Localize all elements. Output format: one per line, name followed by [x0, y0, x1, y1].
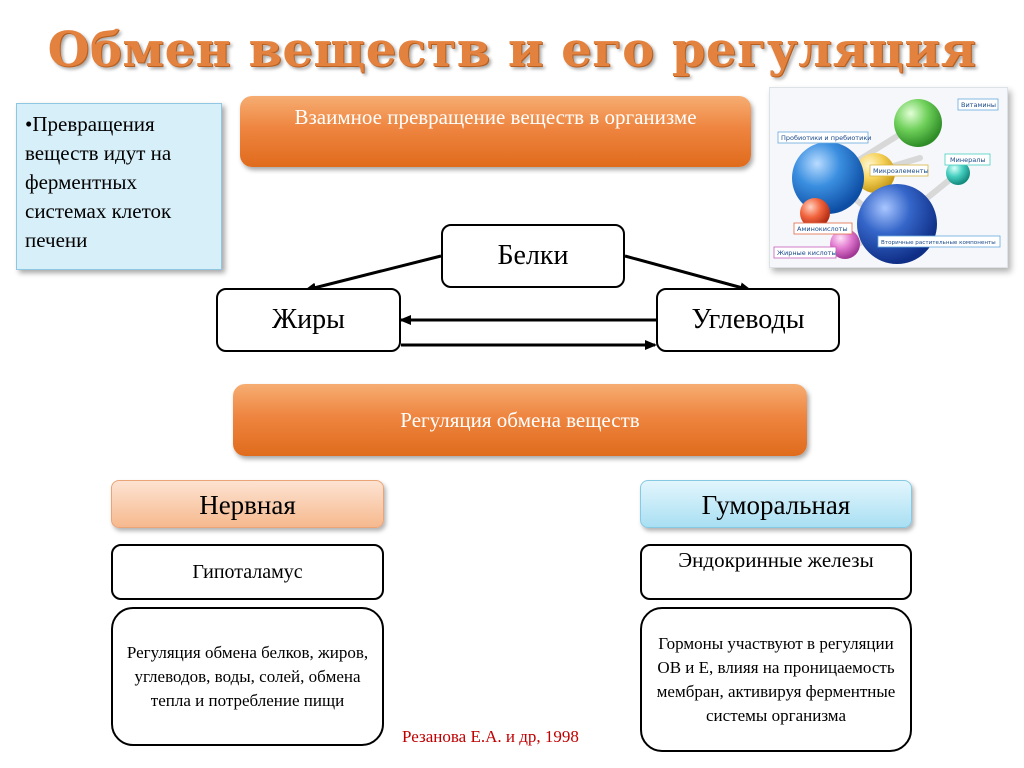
- endocrine-box: Эндокринные железы: [640, 544, 912, 600]
- label-microelements: Микроэлементы: [873, 167, 929, 175]
- probiotics-sphere: [792, 142, 864, 214]
- nervous-description-text: Регуляция обмена белков, жиров, углеводо…: [126, 642, 369, 710]
- amino-sphere: [800, 198, 830, 228]
- node-proteins: Белки: [441, 224, 625, 288]
- arrow-proteins-to-carbs: [624, 254, 752, 293]
- interconversion-banner: Взаимное превращение веществ в организме: [240, 96, 751, 167]
- label-probiotics: Пробиотики и пребиотики: [781, 134, 871, 142]
- arrow-proteins-to-fats: [304, 254, 442, 293]
- fatty-acids-sphere: [830, 229, 860, 259]
- label-minerals: Минералы: [950, 156, 985, 164]
- vitamins-sphere: [894, 99, 942, 147]
- humoral-description: Гормоны участвуют в регуляции ОВ и Е, вл…: [640, 607, 912, 752]
- nutrients-illustration: Витамины Пробиотики и пребиотики Микроэл…: [769, 87, 1008, 268]
- minerals-sphere: [946, 161, 970, 185]
- nervous-description: Регуляция обмена белков, жиров, углеводо…: [111, 607, 384, 746]
- node-fats: Жиры: [216, 288, 401, 352]
- label-secondary: Вторичные растительные компоненты: [881, 240, 996, 246]
- node-carbs: Углеводы: [656, 288, 840, 352]
- nutrients-molecule-image: Витамины Пробиотики и пребиотики Микроэл…: [773, 98, 1001, 264]
- humoral-description-text: Гормоны участвуют в регуляции ОВ и Е, вл…: [656, 633, 896, 725]
- liver-note: •Превращения веществ идут на ферментных …: [16, 103, 222, 270]
- citation: Резанова Е.А. и др, 1998: [402, 727, 579, 746]
- label-amino: Аминокислоты: [797, 225, 848, 233]
- label-fatty: Жирные кислоты: [777, 249, 837, 257]
- humoral-header: Гуморальная: [640, 480, 912, 528]
- hypothalamus-box: Гипоталамус: [111, 544, 384, 600]
- page-title: Обмен веществ и его регуляция: [47, 22, 977, 78]
- nervous-header: Нервная: [111, 480, 384, 528]
- regulation-banner: Регуляция обмена веществ: [233, 384, 807, 456]
- label-vitamins: Витамины: [961, 101, 996, 109]
